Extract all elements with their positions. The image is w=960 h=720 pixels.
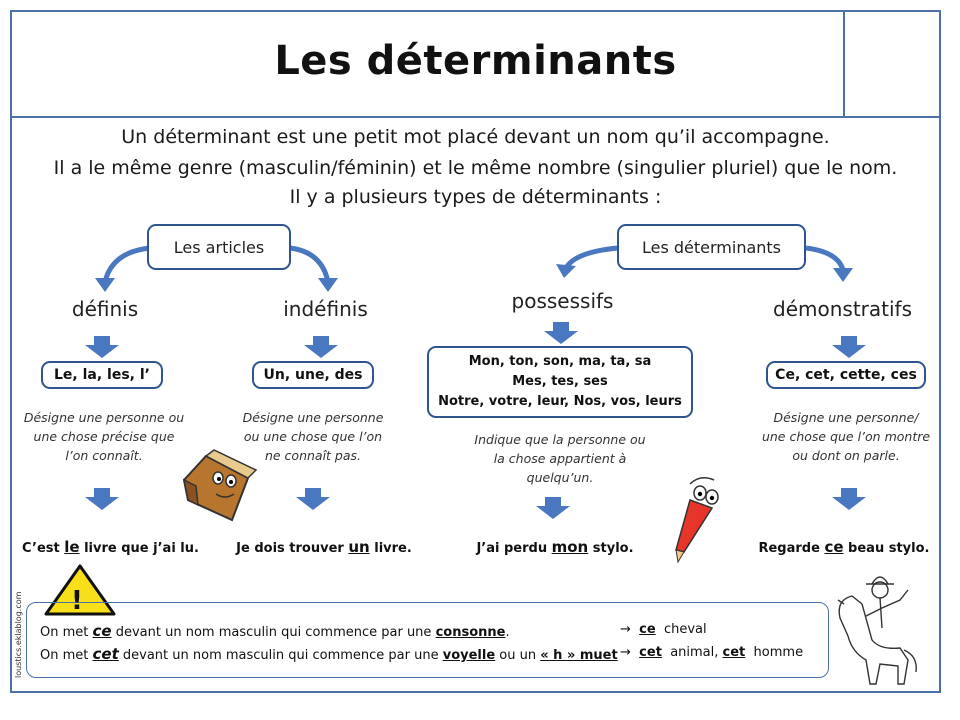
words-possessifs-line-1: Mon, ton, son, ma, ta, sa [468, 354, 652, 369]
note-rule-word: « h » muet [540, 648, 618, 663]
arrow-right-icon: → [620, 645, 631, 660]
note-example-word: cet [722, 645, 746, 660]
title-divider [10, 116, 941, 118]
words-possessifs-box: Mon, ton, son, ma, ta, sa Mes, tes, ses … [427, 346, 693, 418]
desc-indefinis-line: ou une chose que l’on [243, 429, 383, 444]
page-frame [10, 10, 941, 693]
note-line-cet: On met cet devant un nom masculin qui co… [40, 645, 618, 663]
note-rule-word: voyelle [442, 648, 496, 663]
note-text: ou un [495, 648, 541, 663]
curve-arrowhead-definis [95, 278, 115, 292]
note-line-ce: On met ce devant un nom masculin qui com… [40, 622, 510, 640]
desc-demonstratifs-line: ou dont on parle. [792, 448, 900, 463]
down-arrow-possessifs-1 [544, 322, 578, 344]
desc-possessifs-line: la chose appartient à [493, 451, 627, 466]
desc-possessifs: Indique que la personne ou la chose appa… [462, 430, 658, 487]
example-key-word: le [64, 538, 80, 556]
note-text: . [505, 625, 510, 640]
down-arrow-demonstratifs-1 [832, 336, 866, 358]
desc-definis-line: Désigne une personne ou [23, 410, 185, 425]
example-indefinis: Je dois trouver un livre. [236, 538, 412, 556]
note-text: devant un nom masculin qui commence par … [111, 625, 436, 640]
note-text: On met [40, 625, 93, 640]
note-example-cet: → cet animal, cet homme [620, 645, 803, 660]
words-demonstratifs-box: Ce, cet, cette, ces [766, 361, 926, 389]
curve-arrow-definis [102, 245, 151, 283]
credit-text: loustics.eklablog.com [14, 591, 23, 678]
note-key-word: cet [92, 645, 119, 663]
warning-note-box [26, 602, 829, 678]
desc-definis-line: l’on connaît. [65, 448, 143, 463]
words-definis-box: Le, la, les, l’ [41, 361, 163, 389]
example-text: livre que j’ai lu. [79, 541, 199, 556]
curve-arrow-indefinis [289, 245, 331, 283]
book-illustration [182, 449, 258, 522]
down-arrow-definis-2 [85, 488, 119, 510]
intro-line-2: Il a le même genre (masculin/féminin) et… [53, 157, 898, 179]
example-text: stylo. [588, 541, 634, 556]
words-indefinis-box: Un, une, des [252, 361, 374, 389]
note-example-word: ce [639, 622, 656, 637]
example-text: livre. [369, 541, 412, 556]
curve-arrow-possessifs [563, 245, 619, 270]
label-demonstratifs: démonstratifs [773, 297, 912, 321]
warning-exclamation: ! [71, 586, 83, 616]
words-possessifs-line-3: Notre, votre, leur, Nos, vos, leurs [438, 394, 682, 409]
example-key-word: ce [824, 538, 844, 556]
desc-possessifs-line: quelqu’un. [526, 470, 594, 485]
desc-demonstratifs-line: une chose que l’on montre [761, 429, 931, 444]
page-title: Les déterminants [274, 38, 677, 84]
title-side-divider [843, 10, 845, 116]
note-example-text: homme [753, 645, 804, 660]
down-arrow-definis-1 [85, 336, 119, 358]
words-possessifs-line-2: Mes, tes, ses [512, 374, 608, 389]
note-text: On met [40, 648, 93, 663]
example-definis: C’est le livre que j’ai lu. [22, 538, 199, 556]
label-possessifs: possessifs [511, 289, 614, 313]
down-arrow-demonstratifs-2 [832, 488, 866, 510]
curve-arrow-demonstratifs [805, 245, 846, 271]
cowboy-horse-illustration [837, 576, 917, 685]
arrow-right-icon: → [620, 622, 631, 637]
desc-indefinis-line: Désigne une personne [242, 410, 384, 425]
note-example-ce: → ce cheval [620, 622, 707, 637]
example-text: J’ai perdu [476, 541, 552, 556]
example-text: C’est [22, 541, 65, 556]
example-possessifs: J’ai perdu mon stylo. [470, 538, 640, 556]
down-arrow-indefinis-1 [304, 336, 338, 358]
note-example-text: cheval [663, 622, 707, 637]
desc-possessifs-line: Indique que la personne ou [474, 432, 646, 447]
desc-indefinis: Désigne une personne ou une chose que l’… [228, 408, 398, 465]
note-example-word: cet [639, 645, 662, 660]
group-determinants-box: Les déterminants [617, 224, 806, 270]
example-demonstratifs: Regarde ce beau stylo. [756, 538, 932, 556]
down-arrow-possessifs-2 [536, 497, 570, 519]
curve-arrowhead-indefinis [318, 278, 338, 292]
example-text: Je dois trouver [236, 541, 349, 556]
example-key-word: mon [551, 538, 589, 556]
note-example-text: animal, [670, 645, 719, 660]
desc-demonstratifs-line: Désigne une personne/ [773, 410, 919, 425]
note-key-word: ce [92, 622, 112, 640]
example-text: beau stylo. [843, 541, 930, 556]
down-arrow-indefinis-2 [296, 488, 330, 510]
down-arrows-row1 [85, 322, 866, 358]
intro-line-3: Il y a plusieurs types de déterminants : [289, 186, 662, 208]
desc-demonstratifs: Désigne une personne/ une chose que l’on… [748, 408, 944, 465]
intro-line-1: Un déterminant est une petit mot placé d… [121, 126, 830, 148]
down-arrows-row2 [85, 488, 866, 519]
desc-definis-line: une chose précise que [33, 429, 175, 444]
label-indefinis: indéfinis [283, 297, 368, 321]
group-articles-box: Les articles [147, 224, 291, 270]
example-key-word: un [348, 538, 370, 556]
note-text: devant un nom masculin qui commence par … [118, 648, 443, 663]
note-rule-word: consonne [435, 625, 506, 640]
curve-arrowhead-possessifs [556, 264, 576, 278]
example-text: Regarde [758, 541, 825, 556]
label-definis: définis [71, 297, 139, 321]
curve-arrowhead-demonstratifs [833, 268, 853, 282]
desc-indefinis-line: ne connaît pas. [264, 448, 362, 463]
pencil-illustration [675, 477, 719, 564]
desc-definis: Désigne une personne ou une chose précis… [18, 408, 190, 465]
